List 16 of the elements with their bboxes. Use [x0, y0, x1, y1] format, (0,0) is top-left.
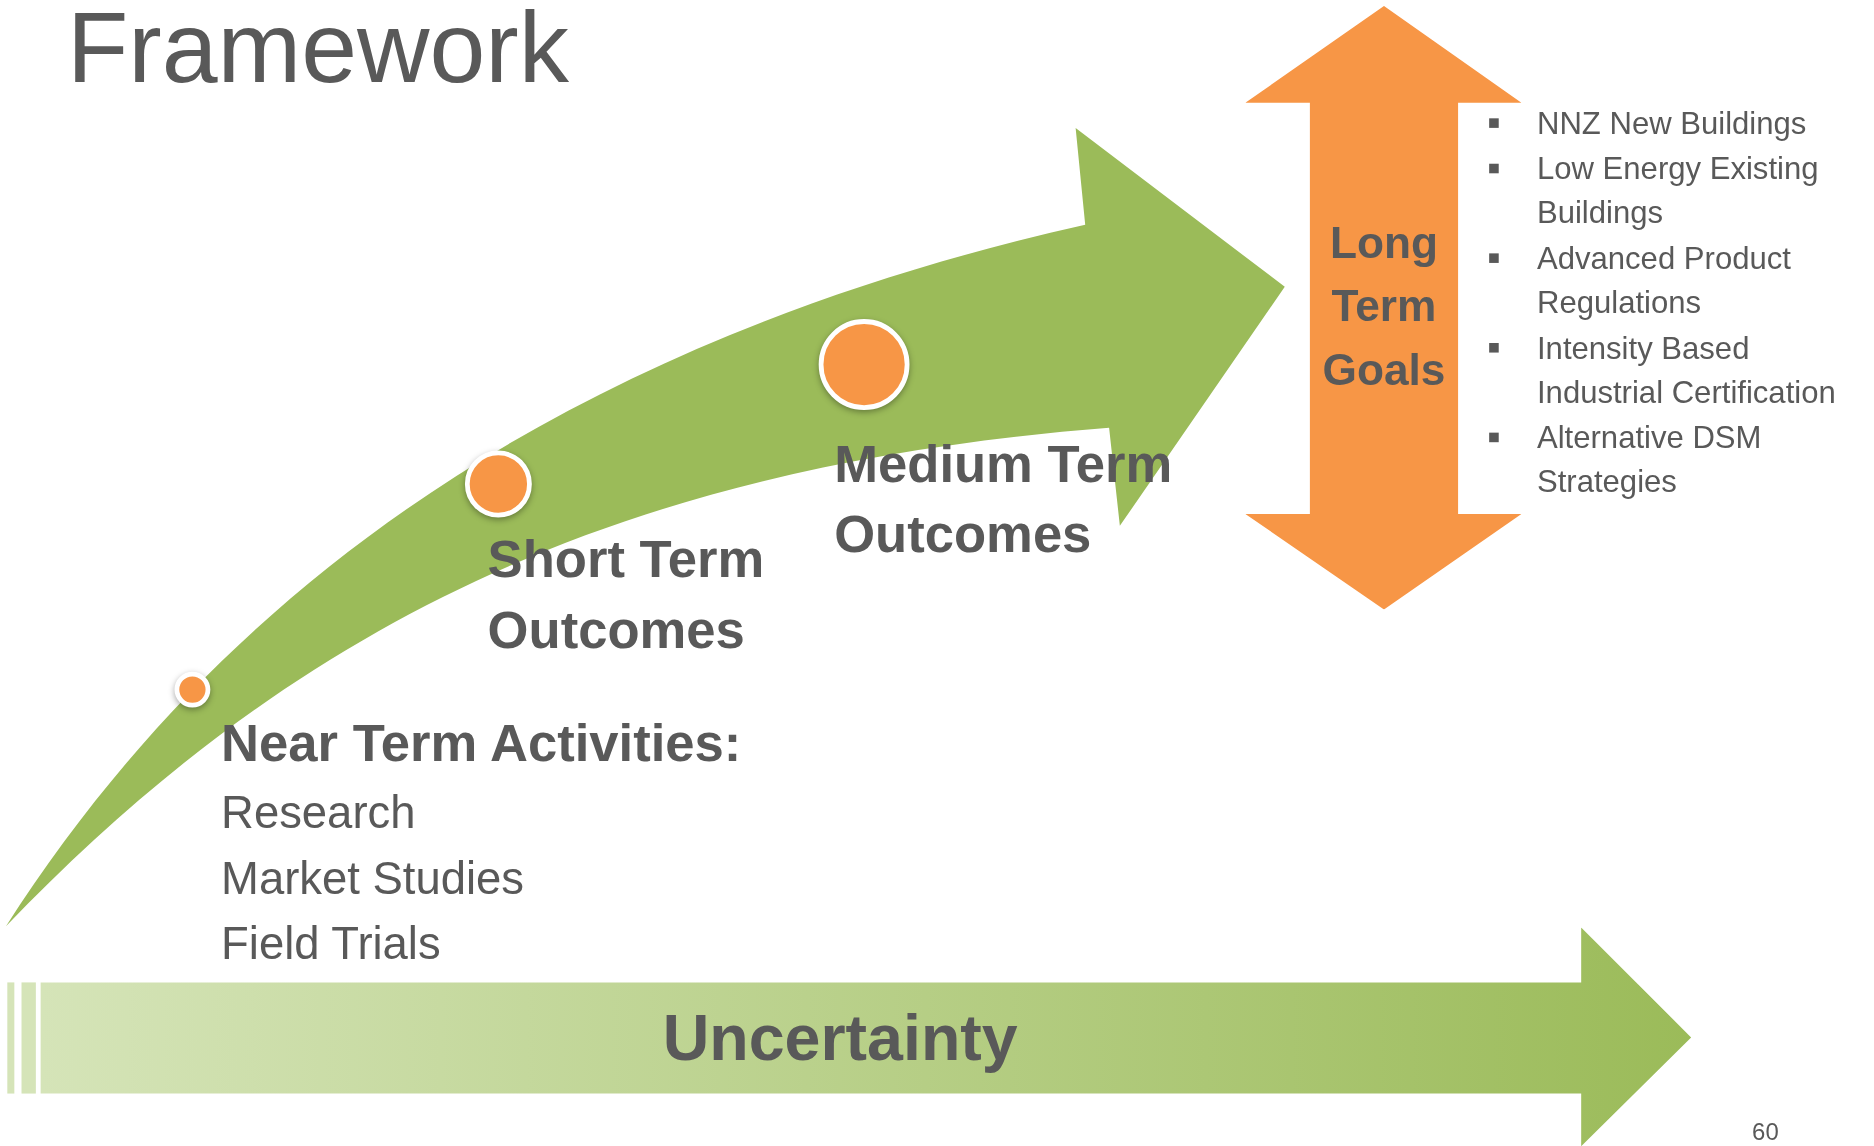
activity-text: Market Studies	[221, 852, 524, 906]
double-arrow-shape	[1245, 6, 1522, 610]
activity-text: Field Trials	[221, 916, 441, 971]
arrow-label: Uncertainty	[661, 1000, 1019, 1076]
goal-item: NNZ New Buildings	[1536, 105, 1807, 142]
goal-heading: Long Term Goals	[1321, 217, 1447, 397]
curved-arrow	[6, 127, 1285, 927]
activity-text: Research	[221, 786, 416, 840]
page-number: 60	[1752, 1118, 1779, 1145]
goal-item: Low Energy Existing Buildings	[1536, 150, 1819, 231]
section-heading: Near Term Activities:	[221, 712, 742, 775]
goal-item: Advanced Product Regulations	[1536, 239, 1791, 321]
slide-title: Framework	[66, 0, 569, 106]
goal-item: Intensity Based Industrial Certification	[1536, 329, 1836, 410]
block-arrow	[7, 927, 1693, 1146]
goal-item: Alternative DSM Strategies	[1536, 418, 1762, 500]
